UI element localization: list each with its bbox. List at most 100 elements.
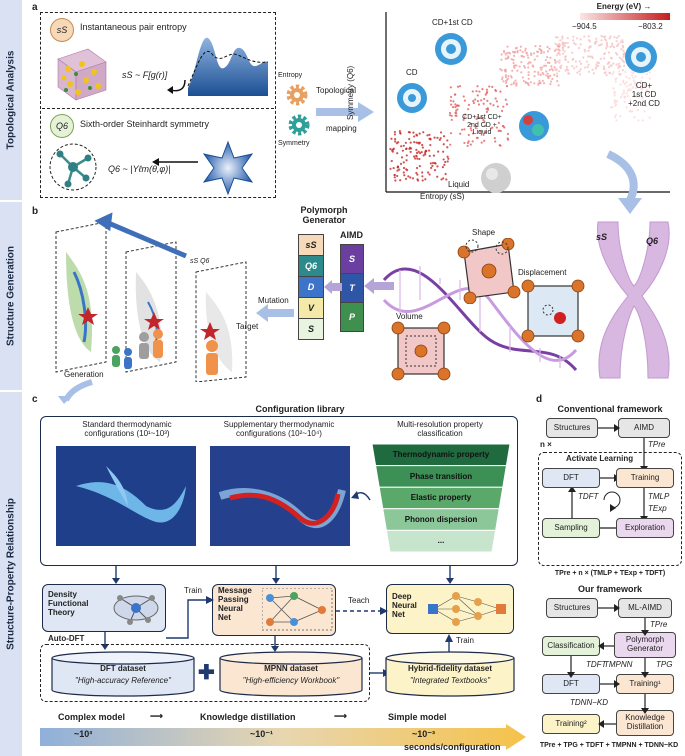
arrow-q6 (152, 158, 198, 166)
mpnn-model-box (212, 584, 336, 636)
topological-label: Topological (316, 86, 357, 95)
band-structure-generation: Structure Generation (0, 202, 22, 390)
generation-planes (55, 212, 247, 382)
q6-symbol: Q6 (50, 114, 74, 138)
generator-stack: sS Q6 D V S (298, 234, 324, 340)
descriptor-box (40, 12, 276, 198)
t-pg: TPG (656, 660, 673, 669)
ours-arrows (567, 604, 649, 728)
chromosome-ss-q6 (596, 221, 670, 379)
aimd-label: AIMD (340, 230, 363, 240)
shape-label: Shape (472, 228, 496, 237)
label-cd: CD (406, 68, 418, 77)
label-cd-mid: CD+1st CD+ 2nd CD + Liquid (462, 114, 502, 137)
ss-curve (187, 37, 269, 96)
aimd-stack: S T P (340, 244, 364, 332)
cluster-cd1 (435, 33, 467, 65)
aimd-item-p: P (340, 303, 364, 332)
dna-helix (382, 266, 578, 371)
q6-star-shape (202, 140, 254, 196)
t-mpnn: TMPNN (604, 660, 633, 669)
simple-model-label: Simple model (388, 712, 447, 722)
t-mlp: TMLP (648, 492, 670, 501)
property-funnel-labels: Thermodynamic property Phase transition … (372, 444, 510, 552)
dft-train-arrow (166, 596, 214, 639)
gen-item-ss: sS (298, 234, 324, 256)
generator-title: Polymorph Generator (300, 205, 348, 225)
arrow-sep-2: ⟶ (334, 711, 347, 721)
hybrid-dataset-sub: "Integrated Textbooks" (409, 676, 491, 685)
property-funnel (372, 444, 510, 552)
symmetry-label: Symmetry (278, 140, 310, 147)
t-dnn-kd: TDNN−KD (570, 698, 609, 707)
descriptor-divider (42, 108, 274, 109)
conv-framework-title: Conventional framework (557, 404, 663, 414)
ours-framework-title: Our framework (577, 584, 643, 594)
x-axis-label: Entropy (sS) (420, 192, 465, 201)
prop-elastic: Elastic property (410, 493, 472, 503)
transition-arrow-ab (606, 150, 642, 214)
generation-label: Generation (64, 370, 104, 379)
displacement-label: Displacement (518, 268, 567, 277)
t-pre-1: TPre (648, 440, 666, 449)
panel-label-b: b (32, 206, 39, 217)
mutation-label: Mutation (258, 296, 289, 305)
mutation-arrow (256, 304, 294, 322)
mpnn-dataset-sub: "High-efficiency Workbook" (242, 676, 340, 685)
gen-item-q6: Q6 (298, 256, 324, 277)
band-topological: Topological Analysis (0, 0, 22, 200)
plus-icon: ✚ (198, 662, 215, 684)
library-down-arrows (112, 566, 454, 584)
dft-model-icon (113, 595, 159, 625)
gen-item-d: D (298, 277, 324, 298)
mpnn-dataset-title: MPNN dataset (264, 664, 318, 673)
arrow-sep-1: ⟶ (150, 711, 163, 721)
entropy-label: Entropy (278, 72, 303, 79)
dna-to-aimd-arrow (364, 278, 394, 294)
config-library-box (40, 416, 518, 566)
label-cd1: CD+1st CD (432, 18, 473, 27)
mpnn-model-icon (262, 588, 333, 631)
train2-label: Train (456, 636, 474, 645)
complex-model-label: Complex model (58, 712, 126, 722)
multires-classification: Multi-resolution property classification (397, 420, 483, 439)
time-unit: seconds/configuration (404, 742, 501, 752)
t-exp: TExp (648, 504, 667, 513)
q6-title: Sixth-order Steinhardt symmetry (80, 119, 210, 129)
dft-model-label: Density Functional Theory (48, 590, 89, 618)
time-2: ~10⁻¹ (250, 729, 274, 739)
teach-arrow (336, 607, 388, 615)
ss-title: Instantaneous pair entropy (80, 22, 187, 32)
label-cd-right: CD+ 1st CD +2nd CD (628, 81, 660, 108)
band-structure-property: Structure-Property Relationship (0, 392, 22, 756)
d-exploration: Exploration (616, 518, 674, 538)
t-dft-1: TDFT (578, 492, 599, 501)
dft-dataset-title: DFT dataset (100, 664, 146, 673)
chromosome-ss: sS (596, 232, 608, 242)
prop-phase-transition: Phase transition (409, 471, 473, 481)
config-library-title: Configuration library (255, 404, 345, 414)
t-dft-2: TDFT (586, 660, 607, 669)
crystal-structure-image (57, 48, 107, 101)
label-liquid: Liquid (448, 180, 470, 189)
energy-max: −803.2 (638, 22, 663, 31)
ours-formula: TPre + TPG + TDFT + TMPNN + TDNN−KD (539, 742, 679, 749)
tetrahedral-bond-icon (49, 143, 97, 191)
aimd-item-t: T (340, 274, 364, 303)
t-pre-2: TPre (650, 620, 668, 629)
chromosome-q6: Q6 (646, 236, 659, 246)
dnn-model-label: Deep Neural Net (392, 592, 417, 620)
hybrid-dataset-title: Hybrid-fidelity dataset (407, 664, 492, 673)
conv-arrows (568, 424, 648, 532)
teach-label: Teach (348, 596, 370, 605)
entropy-symmetry-scatter (385, 12, 670, 193)
volume-cell (391, 321, 451, 381)
standard-configs: Standard thermodynamic configurations (1… (82, 420, 172, 439)
supplementary-configs: Supplementary thermodynamic configuratio… (223, 420, 335, 439)
mapping-label: mapping (326, 124, 357, 133)
auto-dft-label: Auto-DFT (48, 634, 85, 643)
generation-arrow (58, 379, 93, 404)
time-3: ~10⁻³ (412, 729, 436, 739)
dft-dataset-sub: "High-accuracy Reference" (75, 676, 171, 685)
displacement-cell (521, 279, 585, 343)
